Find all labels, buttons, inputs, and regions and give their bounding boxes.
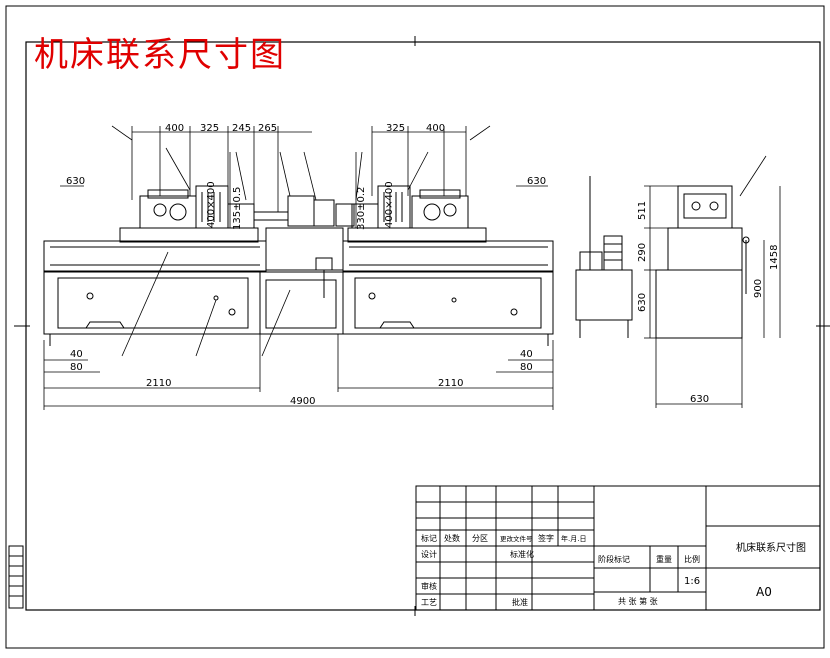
tb-design: 设计 xyxy=(421,549,437,559)
dim-330: 330±0.2 xyxy=(356,187,367,230)
tb-header-change-doc: 更改文件号 xyxy=(500,534,533,543)
dim-325-right: 325 xyxy=(386,123,405,134)
dim-630-left: 630 xyxy=(66,176,85,187)
dim-400x400-left: 400×400 xyxy=(206,181,217,228)
tb-size: A0 xyxy=(756,585,772,599)
tb-header-mark: 标记 xyxy=(421,533,437,543)
machine-front-view xyxy=(43,185,554,346)
dim-135: 135±0.5 xyxy=(232,187,243,230)
dim-400-right: 400 xyxy=(426,123,445,134)
front-view-dimensions xyxy=(43,125,554,410)
tb-scale-value: 1:6 xyxy=(684,576,700,587)
dim-80-left: 80 xyxy=(70,362,83,373)
dim-40-left: 40 xyxy=(70,349,83,360)
tb-stage-label: 阶段标记 xyxy=(598,554,630,564)
title-block xyxy=(415,485,821,611)
side-view xyxy=(575,176,750,339)
tb-sheet-count: 共 张 第 张 xyxy=(618,596,658,606)
dim-400x400-right: 400×400 xyxy=(384,181,395,228)
outer-frame xyxy=(5,5,825,649)
tb-drawing-name: 机床联系尺寸图 xyxy=(736,541,806,554)
dim-630-side: 630 xyxy=(637,293,648,312)
tb-header-sign: 签字 xyxy=(538,533,554,543)
dim-900: 900 xyxy=(753,279,764,298)
dim-40-right: 40 xyxy=(520,349,533,360)
side-view-dimensions xyxy=(644,155,781,408)
dim-245: 245 xyxy=(232,123,251,134)
tb-header-count: 处数 xyxy=(444,533,460,543)
dim-2110-right: 2110 xyxy=(438,378,463,389)
dim-290: 290 xyxy=(637,243,648,262)
tb-standardization: 标准化 xyxy=(510,549,534,559)
drawing-title: 机床联系尺寸图 xyxy=(34,35,286,75)
side-dimension-texts: 511 290 630 900 1458 630 xyxy=(637,201,780,405)
dim-265: 265 xyxy=(258,123,277,134)
dim-80-right: 80 xyxy=(520,362,533,373)
tb-weight-label: 重量 xyxy=(656,554,672,564)
binding-strip xyxy=(8,545,24,609)
front-dimension-texts: 400 325 245 265 325 400 630 630 40 80 21… xyxy=(66,123,546,407)
dim-4900: 4900 xyxy=(290,396,315,407)
tb-header-date: 年.月.日 xyxy=(561,534,586,543)
title-block-text: 标记 处数 分区 更改文件号 签字 年.月.日 设计 标准化 审核 工艺 批准 … xyxy=(421,533,806,607)
dim-1458: 1458 xyxy=(769,245,780,270)
tb-header-zone: 分区 xyxy=(472,534,488,543)
dim-325-left: 325 xyxy=(200,123,219,134)
dim-2110-left: 2110 xyxy=(146,378,171,389)
tb-review: 审核 xyxy=(421,581,437,591)
tb-scale-label: 比例 xyxy=(684,554,700,564)
dim-400-left: 400 xyxy=(165,123,184,134)
tb-approve: 批准 xyxy=(512,597,528,607)
dim-630-right: 630 xyxy=(527,176,546,187)
inner-frame xyxy=(25,41,821,611)
dim-511: 511 xyxy=(637,201,648,220)
tb-process: 工艺 xyxy=(421,598,437,607)
dim-630-side-width: 630 xyxy=(690,394,709,405)
